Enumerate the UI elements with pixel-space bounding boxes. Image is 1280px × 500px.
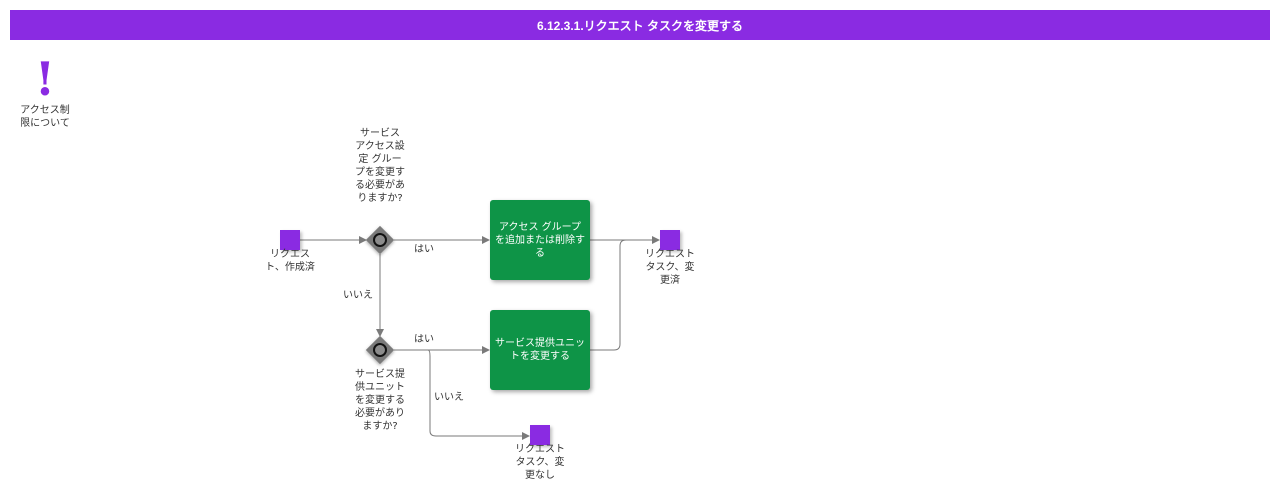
task-change-service-unit-label: サービス提供ユニットを変更する xyxy=(495,338,585,362)
gateway-2-marker xyxy=(373,343,387,357)
start-event[interactable] xyxy=(280,230,300,250)
access-note-label[interactable]: アクセス制限について xyxy=(20,105,70,129)
gateway-1-label: サービス アクセス設定 グループを変更する必要がありますか? xyxy=(355,128,405,204)
flow-label-g2-yes: はい xyxy=(414,334,434,345)
end-event-unchanged-label: リクエスト タスク、変更なし xyxy=(515,444,565,481)
task-modify-access-groups-label: アクセス グループを追加または削除する xyxy=(495,221,585,259)
task-modify-access-groups[interactable]: アクセス グループを追加または削除する xyxy=(490,200,590,280)
gateway-2-label: サービス提供ユニットを変更する必要がありますか? xyxy=(355,369,405,432)
end-event-changed[interactable] xyxy=(660,230,680,250)
flow-g2-no xyxy=(427,349,530,440)
exclamation-icon[interactable]: ! xyxy=(34,52,56,106)
gateway-1-marker xyxy=(373,233,387,247)
task-change-service-unit[interactable]: サービス提供ユニットを変更する xyxy=(490,310,590,390)
start-event-label: リクエスト、作成済 xyxy=(265,249,315,273)
diagram-title: 6.12.3.1.リクエスト タスクを変更する xyxy=(10,10,1270,40)
flow-label-g2-no: いいえ xyxy=(434,392,464,403)
flow-t2-to-end xyxy=(590,239,627,351)
end-event-changed-label: リクエスト タスク、変更済 xyxy=(645,249,695,286)
flow-label-g1-yes: はい xyxy=(414,244,434,255)
flow-label-g1-no: いいえ xyxy=(343,290,373,301)
end-event-unchanged[interactable] xyxy=(530,425,550,445)
